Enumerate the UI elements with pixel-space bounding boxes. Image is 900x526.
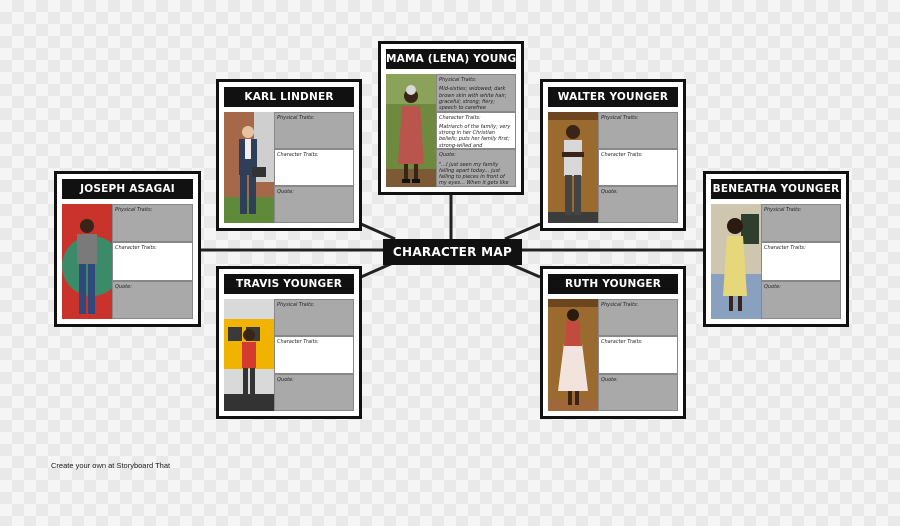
character-traits-field[interactable]: Character Traits: — [761, 242, 841, 281]
physical-traits-field[interactable]: Physical Traits: — [761, 204, 841, 243]
character-traits-field[interactable]: Character Traits: — [274, 336, 354, 374]
quote-field[interactable]: Quote: — [112, 280, 193, 319]
card-beneatha: BENEATHA YOUNGER Physical Traits: Charac… — [703, 171, 849, 327]
beneatha-portrait — [711, 204, 761, 319]
card-joseph: JOSEPH ASAGAI Physical Traits: Character… — [54, 171, 201, 327]
physical-traits-field[interactable]: Physical Traits: — [598, 299, 678, 337]
walter-portrait — [548, 112, 598, 223]
card-title: TRAVIS YOUNGER — [224, 274, 354, 294]
physical-traits-field[interactable]: Physical Traits: — [598, 112, 678, 149]
character-traits-field[interactable]: Character Traits: Matriarch of the famil… — [436, 111, 516, 150]
character-traits-field[interactable]: Character Traits: — [112, 242, 193, 281]
card-walter: WALTER YOUNGER Physical Traits: Characte… — [540, 79, 686, 231]
card-karl: KARL LINDNER Physical Traits: Character … — [216, 79, 362, 231]
physical-traits-field[interactable]: Physical Traits: — [112, 204, 193, 243]
connector-walter — [504, 222, 541, 241]
travis-portrait — [224, 299, 274, 411]
character-traits-field[interactable]: Character Traits: — [274, 149, 354, 186]
ruth-portrait — [548, 299, 598, 411]
character-traits-field[interactable]: Character Traits: — [598, 149, 678, 186]
karl-portrait — [224, 112, 274, 223]
quote-field[interactable]: Quote: — [274, 186, 354, 223]
card-title: KARL LINDNER — [224, 87, 354, 107]
quote-field[interactable]: Quote: — [761, 280, 841, 319]
card-title: RUTH YOUNGER — [548, 274, 678, 294]
quote-field[interactable]: Quote: "...I just seen my family falling… — [436, 149, 516, 188]
physical-traits-field[interactable]: Physical Traits: Mid-sixties; widowed; d… — [436, 74, 516, 112]
card-travis: TRAVIS YOUNGER Physical Traits: Characte… — [216, 266, 362, 419]
card-title: WALTER YOUNGER — [548, 87, 678, 107]
card-title: MAMA (LENA) YOUNGER — [386, 49, 516, 69]
connector-karl — [360, 222, 396, 241]
character-map-title: CHARACTER MAP — [383, 239, 522, 265]
card-ruth: RUTH YOUNGER Physical Traits: Character … — [540, 266, 686, 419]
character-traits-field[interactable]: Character Traits: — [598, 336, 678, 374]
physical-traits-field[interactable]: Physical Traits: — [274, 112, 354, 149]
storyboard-credit: Create your own at Storyboard That — [51, 461, 171, 470]
card-title: JOSEPH ASAGAI — [62, 179, 193, 199]
quote-field[interactable]: Quote: — [598, 373, 678, 411]
joseph-portrait — [62, 204, 112, 319]
physical-traits-field[interactable]: Physical Traits: — [274, 299, 354, 337]
quote-field[interactable]: Quote: — [274, 373, 354, 411]
mama-portrait — [386, 74, 436, 187]
card-mama: MAMA (LENA) YOUNGER Physical Traits: Mid… — [378, 41, 524, 195]
quote-field[interactable]: Quote: — [598, 186, 678, 223]
card-title: BENEATHA YOUNGER — [711, 179, 841, 199]
